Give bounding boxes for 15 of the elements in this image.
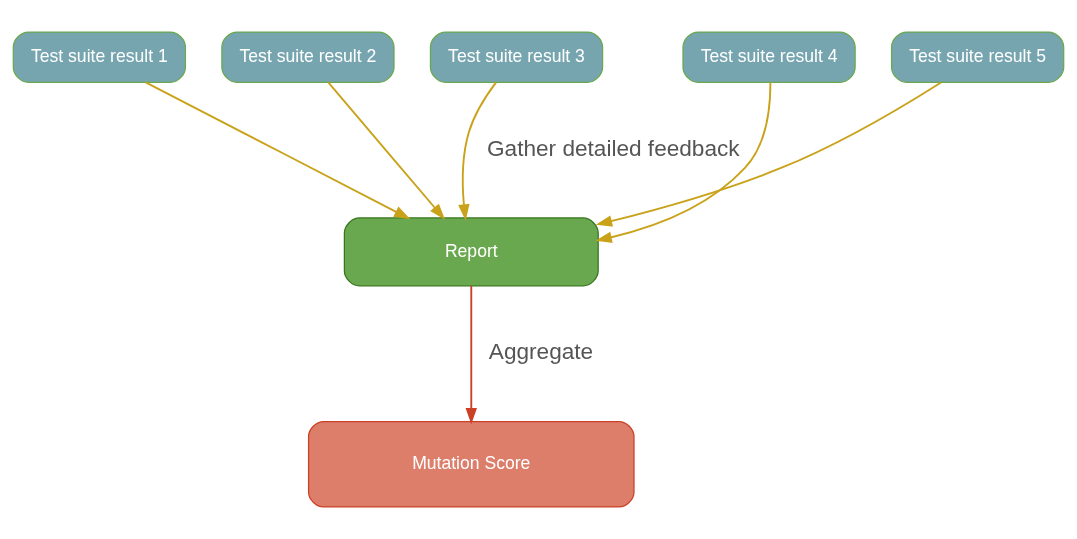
- arrow: [458, 81, 497, 221]
- node-box: Mutation Score: [307, 420, 635, 508]
- node-box: Test suite result 3: [429, 31, 604, 83]
- arrow: [144, 81, 411, 220]
- node-box: Test suite result 1: [12, 31, 187, 83]
- edge-label: Aggregate: [488, 339, 594, 365]
- arrow: [595, 81, 943, 227]
- arrow: [465, 285, 477, 425]
- node-box: Test suite result 2: [221, 31, 395, 83]
- arrow: [595, 81, 772, 243]
- arrow: [327, 81, 446, 220]
- edge-label: Gather detailed feedback: [486, 135, 740, 161]
- node-box: Test suite result 5: [890, 31, 1065, 83]
- node-box: Test suite result 4: [682, 31, 856, 83]
- node-box: Report: [343, 217, 599, 287]
